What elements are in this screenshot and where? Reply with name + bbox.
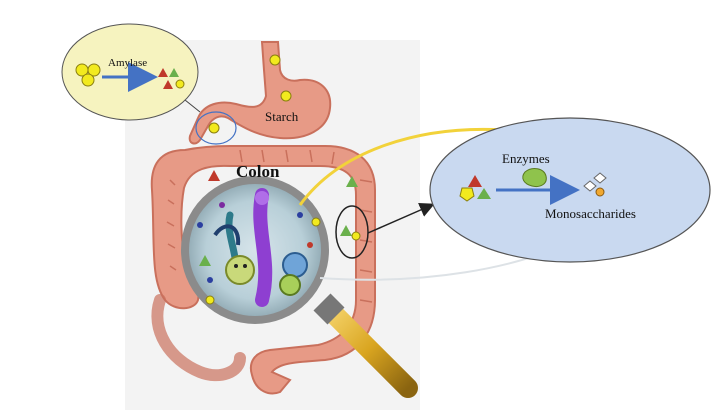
zoom-connector-arrow	[367, 202, 435, 234]
glucose-icon	[81, 73, 95, 87]
stomach-shape	[188, 41, 332, 145]
amylase-label: Amylase	[108, 57, 147, 69]
green-triangle-icon	[340, 225, 352, 236]
duodenum-highlight-circle	[195, 111, 237, 145]
glucose-icon	[87, 63, 101, 77]
magnifying-glass-icon	[181, 176, 418, 398]
red-triangle-icon	[468, 175, 482, 187]
pentagon-icon	[459, 187, 475, 202]
colon-label: Colon	[236, 162, 280, 181]
green-triangle-icon	[477, 188, 491, 199]
gut-bacteria-icon	[197, 188, 321, 307]
starch-granule	[269, 54, 281, 66]
amylase-callout: Amylase	[61, 23, 199, 121]
green-triangle-icon	[346, 176, 358, 187]
stomach	[188, 41, 332, 145]
enzyme-callout: Enzymes Monosaccharides	[429, 117, 711, 263]
magnifier-neck	[313, 293, 345, 325]
monosaccharides-label: Monosaccharides	[545, 206, 636, 221]
starch-label: Starch	[265, 109, 299, 124]
glucose-icon	[351, 231, 361, 241]
red-triangle-icon	[208, 170, 220, 181]
monosaccharide-icon	[593, 172, 607, 184]
enzymes-label: Enzymes	[502, 151, 550, 166]
glucose-icon	[175, 79, 185, 89]
red-triangle-icon	[158, 68, 168, 77]
monosaccharide-icon	[595, 187, 605, 197]
magnifier-handle	[320, 300, 418, 398]
haustra-lines	[166, 149, 373, 303]
monosaccharide-icon	[583, 180, 597, 192]
starch-granule	[280, 90, 292, 102]
colon-highlight-ellipse	[335, 205, 369, 259]
rectum-shape	[151, 294, 246, 382]
enzyme-pathway-curve	[298, 127, 506, 206]
starch-granule	[208, 122, 220, 134]
red-triangle-icon	[163, 80, 173, 89]
green-triangle-icon	[169, 68, 179, 77]
enzyme-blob-icon	[522, 168, 547, 187]
